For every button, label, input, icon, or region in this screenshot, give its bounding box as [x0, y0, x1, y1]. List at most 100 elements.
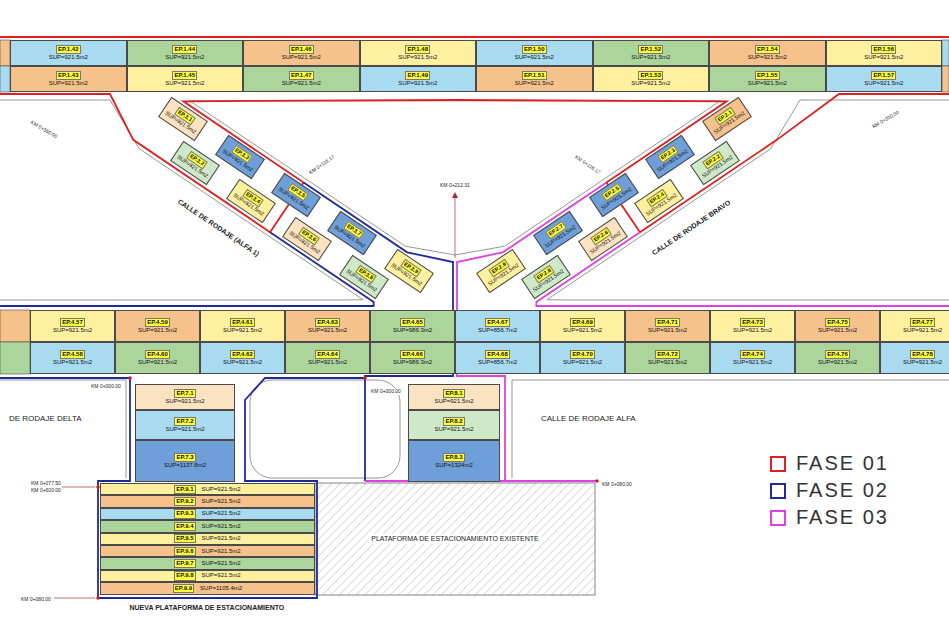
- slab-area: SUP=921.5m2: [202, 560, 241, 567]
- pavement-slab: EP.4.77SUP=921.5m2: [880, 310, 949, 342]
- slab-id: EP.1.54: [755, 45, 780, 54]
- pavement-slab: EP.1.44SUP=921.5m2: [127, 40, 244, 66]
- pavement-slab: EP.1.50SUP=921.5m2: [476, 40, 593, 66]
- slab-area: SUP=921.5m2: [282, 80, 321, 87]
- slab-id: EP.8.1: [443, 389, 464, 398]
- pavement-slab: EP.4.67SUP=856.7m2: [455, 310, 540, 342]
- pavement-slab: EP.4.65SUP=986.3m2: [370, 310, 455, 342]
- pavement-slab: EP.9.1SUP=921.5m2: [100, 483, 315, 495]
- station-mark: KM 0+200.00: [871, 109, 901, 130]
- pavement-slab: EP.1.57SUP=921.5m2: [826, 66, 943, 92]
- slab-area: SUP=921.5m2: [515, 54, 554, 61]
- slab-area: SUP=921.5m2: [515, 80, 554, 87]
- pavement-slab: EP.3.5SUP=921.5m2: [271, 173, 321, 218]
- slab-id: EP.4.71: [655, 318, 680, 327]
- legend-text: FASE 01: [796, 452, 889, 475]
- slab-id: EP.4.69: [570, 318, 595, 327]
- pavement-slab: EP.3.2SUP=921.5m2: [170, 141, 220, 186]
- pavement-slab: EP.1.48SUP=921.5m2: [360, 40, 477, 66]
- slab-area: SUP=921.5m2: [864, 80, 903, 87]
- phase-boundary: [0, 378, 365, 598]
- legend-row: FASE 03: [770, 504, 889, 531]
- slab-area: SUP=921.5m2: [282, 54, 321, 61]
- slab-area: SUP=921.5m2: [165, 426, 204, 433]
- pavement-slab: EP.2.2SUP=921.5m2: [690, 141, 740, 186]
- slab-id: EP.4.73: [740, 318, 765, 327]
- slab-id: EP.9.6: [174, 547, 195, 556]
- pavement-slab: EP.2.3SUP=921.5m2: [645, 135, 695, 180]
- partial-slab: [942, 66, 949, 92]
- slab-id: EP.1.49: [405, 71, 430, 80]
- slab-area: SUP=921.5m2: [53, 359, 92, 366]
- pavement-slab: EP.4.76SUP=921.5m2: [795, 342, 880, 374]
- slab-id: EP.9.8: [174, 571, 195, 580]
- slab-area: SUP=921.5m2: [165, 80, 204, 87]
- pavement-slab: EP.1.56SUP=921.5m2: [826, 40, 943, 66]
- legend-swatch: [770, 510, 786, 526]
- pavement-slab: EP.4.61SUP=921.5m2: [200, 310, 285, 342]
- taxiway-name: DE RODAJE DELTA: [8, 414, 83, 423]
- slab-id: EP.1.46: [289, 45, 314, 54]
- slab-area: SUP=986.3m2: [393, 327, 432, 334]
- slab-id: EP.4.63: [315, 318, 340, 327]
- slab-area: SUP=921.5m2: [818, 327, 857, 334]
- slab-id: EP.4.78: [910, 350, 935, 359]
- pavement-slab: EP.4.73SUP=921.5m2: [710, 310, 795, 342]
- slab-id: EP.1.56: [871, 45, 896, 54]
- slab-area: SUP=921.5m2: [733, 327, 772, 334]
- pavement-slab: EP.1.54SUP=921.5m2: [709, 40, 826, 66]
- taxiway-name: CALLE DE RODAJE ALFA: [540, 414, 637, 423]
- slab-area: SUP=921.5m2: [733, 359, 772, 366]
- slab-area: SUP=921.5m2: [434, 398, 473, 405]
- slab-id: EP.4.58: [60, 350, 85, 359]
- legend-row: FASE 01: [770, 450, 889, 477]
- station-dot: [363, 376, 367, 380]
- pavement-slab: EP.4.66SUP=986.3m2: [370, 342, 455, 374]
- partial-slab: [0, 66, 10, 92]
- slab-id: EP.1.43: [56, 71, 81, 80]
- phase-boundary: [0, 36, 949, 38]
- pavement-slab: EP.4.59SUP=921.5m2: [115, 310, 200, 342]
- pavement-slab: EP.4.58SUP=921.5m2: [30, 342, 115, 374]
- pavement-slab: EP.2.8SUP=921.5m2: [521, 255, 571, 300]
- slab-area: SUP=921.5m2: [49, 80, 88, 87]
- legend-swatch: [770, 456, 786, 472]
- slab-area: SUP=921.5m2: [648, 359, 687, 366]
- partial-slab: [942, 40, 949, 66]
- slab-area: SUP=921.5m2: [748, 80, 787, 87]
- station-dot: [96, 596, 100, 600]
- slab-area: SUP=856.7m2: [478, 327, 517, 334]
- slab-area: SUP=856.7m2: [478, 359, 517, 366]
- slab-id: EP.9.9: [173, 584, 194, 593]
- slab-area: SUP=921.5m2: [165, 54, 204, 61]
- pavement-slab: EP.7.1SUP=921.5m2: [135, 384, 235, 410]
- slab-area: SUP=921.5m2: [223, 327, 262, 334]
- slab-id: EP.7.1: [174, 389, 195, 398]
- slab-area: SUP=921.5m2: [903, 359, 942, 366]
- slab-area: SUP=921.5m2: [138, 359, 177, 366]
- pavement-slab: EP.2.6SUP=921.5m2: [578, 217, 628, 262]
- slab-id: EP.4.61: [230, 318, 255, 327]
- slab-id: EP.4.59: [145, 318, 170, 327]
- slab-id: EP.1.55: [755, 71, 780, 80]
- pavement-slab: EP.1.42SUP=921.5m2: [10, 40, 127, 66]
- legend-text: FASE 02: [796, 479, 889, 502]
- slab-id: EP.9.7: [174, 559, 195, 568]
- slab-id: EP.4.62: [230, 350, 255, 359]
- pavement-slab: EP.4.75SUP=921.5m2: [795, 310, 880, 342]
- slab-id: EP.7.3: [174, 453, 195, 462]
- slab-id: EP.4.75: [825, 318, 850, 327]
- slab-area: SUP=921.5m2: [223, 359, 262, 366]
- slab-area: SUP=921.5m2: [308, 359, 347, 366]
- slab-area: SUP=921.5m2: [202, 548, 241, 555]
- slab-area: SUP=921.5m2: [202, 523, 241, 530]
- slab-id: EP.9.5: [174, 534, 195, 543]
- slab-area: SUP=921.5m2: [165, 398, 204, 405]
- area-name: PLATAFORMA DE ESTACIONAMIENTO EXISTENTE: [368, 534, 542, 544]
- slab-area: SUP=921.5m2: [631, 80, 670, 87]
- pavement-slab: EP.4.70SUP=921.5m2: [540, 342, 625, 374]
- pavement-slab: EP.4.62SUP=921.5m2: [200, 342, 285, 374]
- slab-area: SUP=921.5m2: [864, 54, 903, 61]
- pavement-slab: EP.9.7 SUP=921.5m2: [100, 557, 315, 569]
- pavement-slab: EP.3.7SUP=921.5m2: [327, 211, 377, 256]
